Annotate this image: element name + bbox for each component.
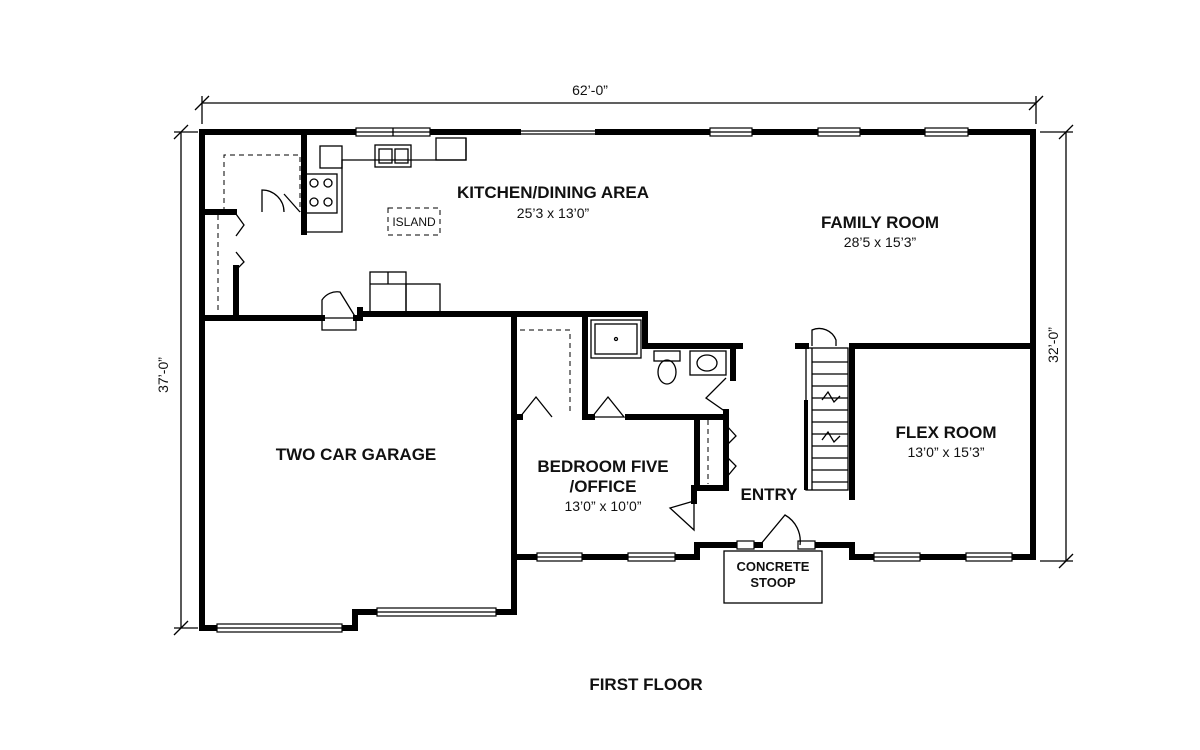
dimension-lines [173,95,1074,636]
family-room-label: FAMILY ROOM [821,213,939,232]
stairs [804,347,849,491]
kitchen-size: 25’3 x 13’0” [517,205,590,221]
dimension-width-top: 62’-0” [572,82,608,98]
windows [216,127,1013,633]
bedroom-label-line2: /OFFICE [569,477,636,496]
floor-caption: FIRST FLOOR [589,675,702,694]
dimension-height-left: 37’-0” [155,357,171,393]
kitchen-label: KITCHEN/DINING AREA [457,183,649,202]
flex-room-label: FLEX ROOM [895,423,996,442]
walls [199,129,1036,631]
island-label: ISLAND [392,215,436,229]
kitchen-fixtures [303,137,467,313]
labels: 62’-0” 37’-0” 32’-0” KITCHEN/DINING AREA… [155,82,1061,694]
entry-label: ENTRY [741,485,799,504]
stoop-label-line2: STOOP [750,575,796,590]
family-room-size: 28’5 x 15’3” [844,234,917,250]
bedroom-size: 13’0” x 10’0” [564,498,641,514]
stoop-label-line1: CONCRETE [737,559,810,574]
bedroom-label-line1: BEDROOM FIVE [537,457,668,476]
dimension-height-right: 32’-0” [1045,327,1061,363]
garage-label: TWO CAR GARAGE [276,445,437,464]
doors [235,189,837,546]
flex-room-size: 13’0” x 15’3” [907,444,984,460]
bath-fixtures [590,319,727,385]
concrete-stoop [723,550,823,604]
closet-outlines [217,154,709,484]
